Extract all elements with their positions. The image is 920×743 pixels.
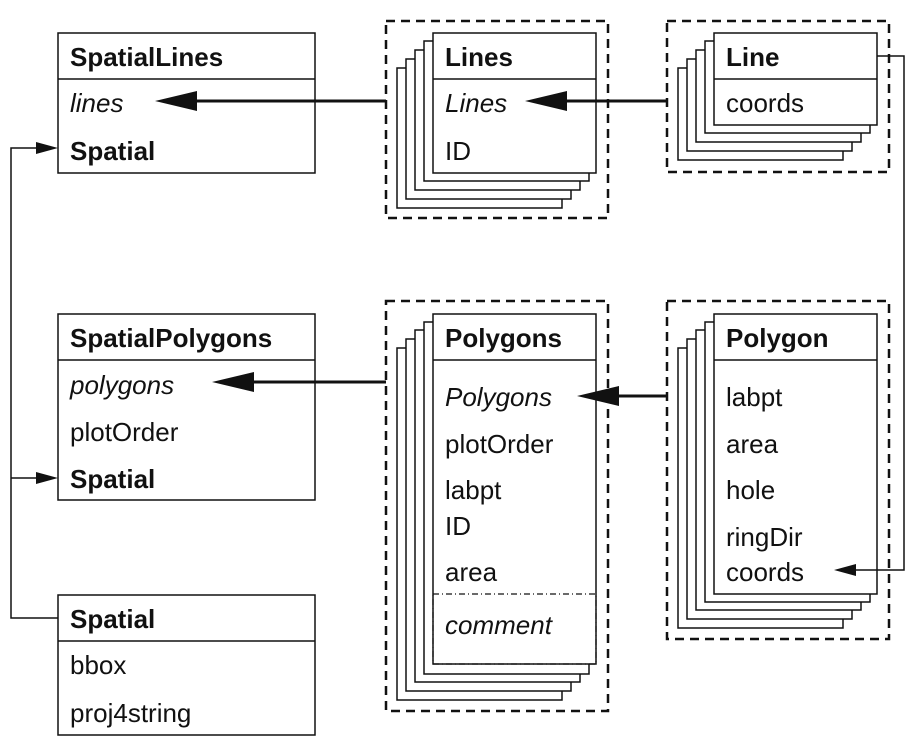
polygon-class-stack: Polygon labpt area hole ringDir coords — [665, 299, 891, 641]
spatial-class: Spatial bbox proj4string — [57, 594, 316, 736]
spatiallines-slot-spatial: Spatial — [70, 136, 155, 166]
spatialpolygons-slot-polygons: polygons — [69, 370, 174, 400]
spatialpolygons-class: SpatialPolygons polygons plotOrder Spati… — [57, 313, 316, 501]
spatialpolygons-slot-spatial: Spatial — [70, 464, 155, 494]
line-title: Line — [726, 42, 779, 72]
polygons-slot-area: area — [445, 557, 498, 587]
arrow-lines-to-spatiallines — [155, 91, 386, 111]
polygon-title: Polygon — [726, 323, 829, 353]
spatiallines-class: SpatialLines lines Spatial — [57, 32, 316, 174]
polygons-slot-id: ID — [445, 511, 471, 541]
spatial-slot-bbox: bbox — [70, 650, 126, 680]
polygon-slot-area: area — [726, 429, 779, 459]
polygon-slot-hole: hole — [726, 475, 775, 505]
spatial-slot-proj4string: proj4string — [70, 698, 191, 728]
spatialpolygons-slot-plotorder: plotOrder — [70, 417, 179, 447]
connector-spatial-inheritance — [10, 142, 58, 619]
line-slot-coords: coords — [726, 88, 804, 118]
spatiallines-title: SpatialLines — [70, 42, 223, 72]
polygons-title: Polygons — [445, 323, 562, 353]
polygons-class-stack: Polygons Polygons plotOrder labpt ID are… — [384, 299, 610, 713]
polygons-slot-comment: comment — [445, 610, 554, 640]
polygon-slot-coords: coords — [726, 557, 804, 587]
lines-class-stack: Lines Lines ID — [384, 19, 610, 220]
polygons-slot-plotorder: plotOrder — [445, 429, 554, 459]
lines-slot-id: ID — [445, 136, 471, 166]
polygon-slot-labpt: labpt — [726, 382, 783, 412]
connector-line-coords-to-polygon-coords — [834, 55, 905, 576]
arrow-polygons-to-spatialpolygons — [212, 372, 386, 392]
lines-title: Lines — [445, 42, 513, 72]
lines-slot-lines: Lines — [445, 88, 507, 118]
spatialpolygons-title: SpatialPolygons — [70, 323, 272, 353]
polygon-slot-ringdir: ringDir — [726, 522, 803, 552]
spatiallines-slot-lines: lines — [70, 88, 123, 118]
arrow-polygon-to-polygons — [577, 386, 667, 406]
spatial-title: Spatial — [70, 604, 155, 634]
polygons-slot-polygons: Polygons — [445, 382, 552, 412]
arrow-line-to-lines — [525, 91, 667, 111]
polygons-slot-labpt: labpt — [445, 475, 502, 505]
line-class-stack: Line coords — [665, 19, 891, 174]
